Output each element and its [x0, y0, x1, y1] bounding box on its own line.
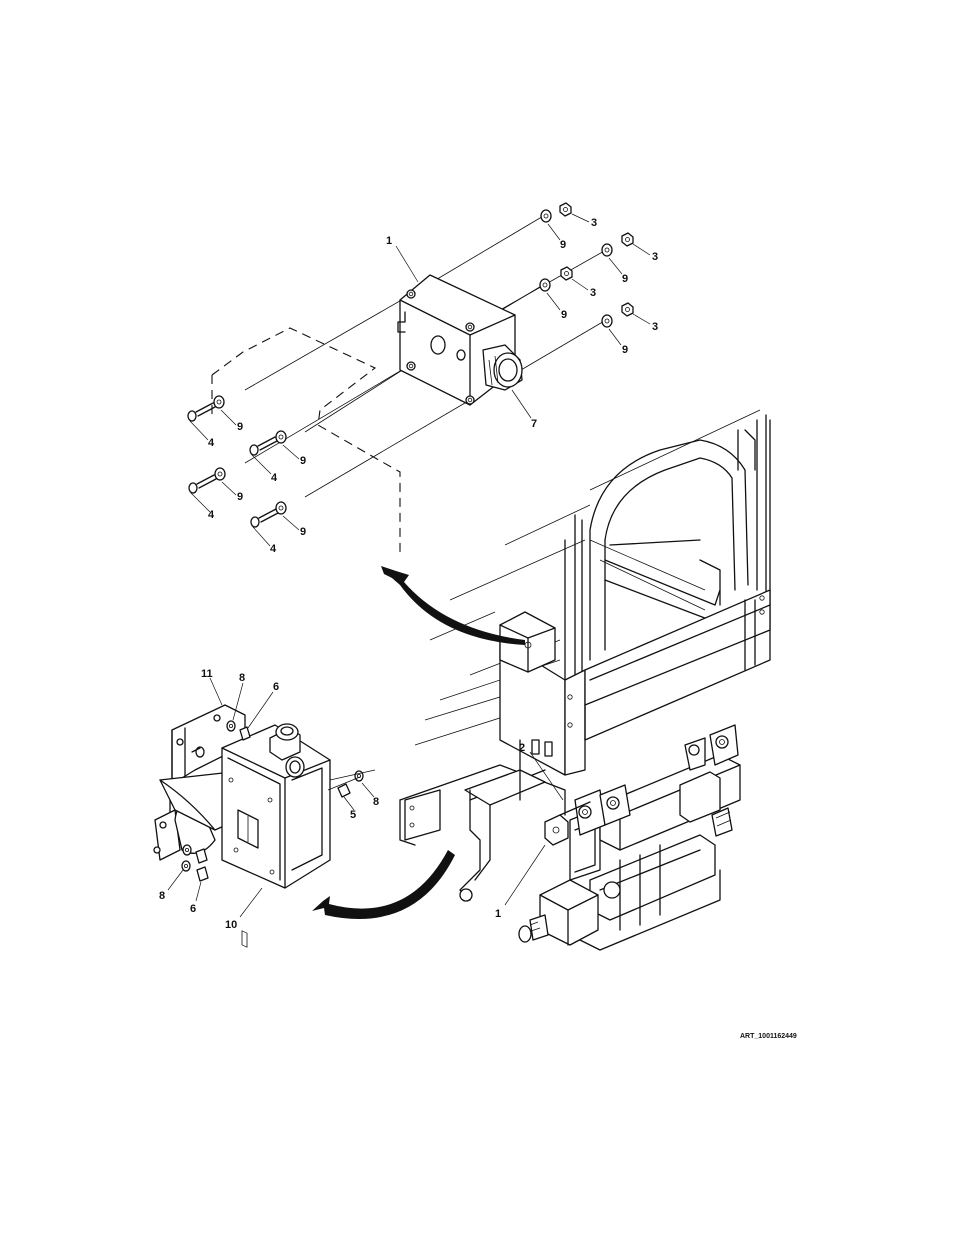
- callout-washer-e: 9: [237, 421, 243, 433]
- callout-enclosure: 1: [386, 235, 392, 247]
- callout-control-box: 10: [225, 919, 237, 931]
- cable-gland: [483, 345, 522, 390]
- art-id: ART_1001162449: [740, 1033, 797, 1040]
- callout-nut-a: 3: [591, 217, 597, 229]
- callout-nut-c: 3: [590, 287, 596, 299]
- callout-washer-right: 8: [373, 796, 379, 808]
- callout-nut-b: 3: [652, 251, 658, 263]
- callout-frame-enclosure: 1: [495, 908, 501, 920]
- phantom-mounting-plate: [212, 328, 400, 553]
- control-box: [222, 724, 330, 947]
- callout-washer-c: 9: [561, 309, 567, 321]
- lower-detail-view: 11 8 6 8 5 8 6 10: [154, 668, 379, 947]
- callout-washer-d: 9: [622, 344, 628, 356]
- frame-channels: [605, 540, 720, 620]
- callout-washer-f: 9: [300, 455, 306, 467]
- callout-washer-h: 9: [300, 526, 306, 538]
- callout-washer-top: 8: [239, 672, 245, 684]
- callout-bracket: 11: [201, 668, 213, 680]
- callout-nut-d: 3: [652, 321, 658, 333]
- callout-washer-a: 9: [560, 239, 566, 251]
- callout-bolt-c: 4: [208, 509, 215, 521]
- callout-bolt-b: 4: [271, 472, 278, 484]
- callout-screw-top: 6: [273, 681, 279, 693]
- callout-washer-b: 9: [622, 273, 628, 285]
- callout-screw-bottom: 6: [190, 903, 196, 915]
- upper-exploded-view: 1 3 9 3 9 3 9 3 9 7 9 4 9 4 9 4 9 4: [188, 203, 658, 555]
- curved-arrow-lower: [312, 850, 455, 919]
- callout-bolt-a: 4: [208, 437, 215, 449]
- machine-frame: 2 1: [400, 410, 770, 950]
- callout-bolt-d: 4: [270, 543, 277, 555]
- callout-washer-bottom: 8: [159, 890, 165, 902]
- callout-screw-right: 5: [350, 809, 356, 821]
- callout-washer-g: 9: [237, 491, 243, 503]
- callout-frame-part: 2: [519, 742, 525, 754]
- callout-cable-gland: 7: [531, 418, 537, 430]
